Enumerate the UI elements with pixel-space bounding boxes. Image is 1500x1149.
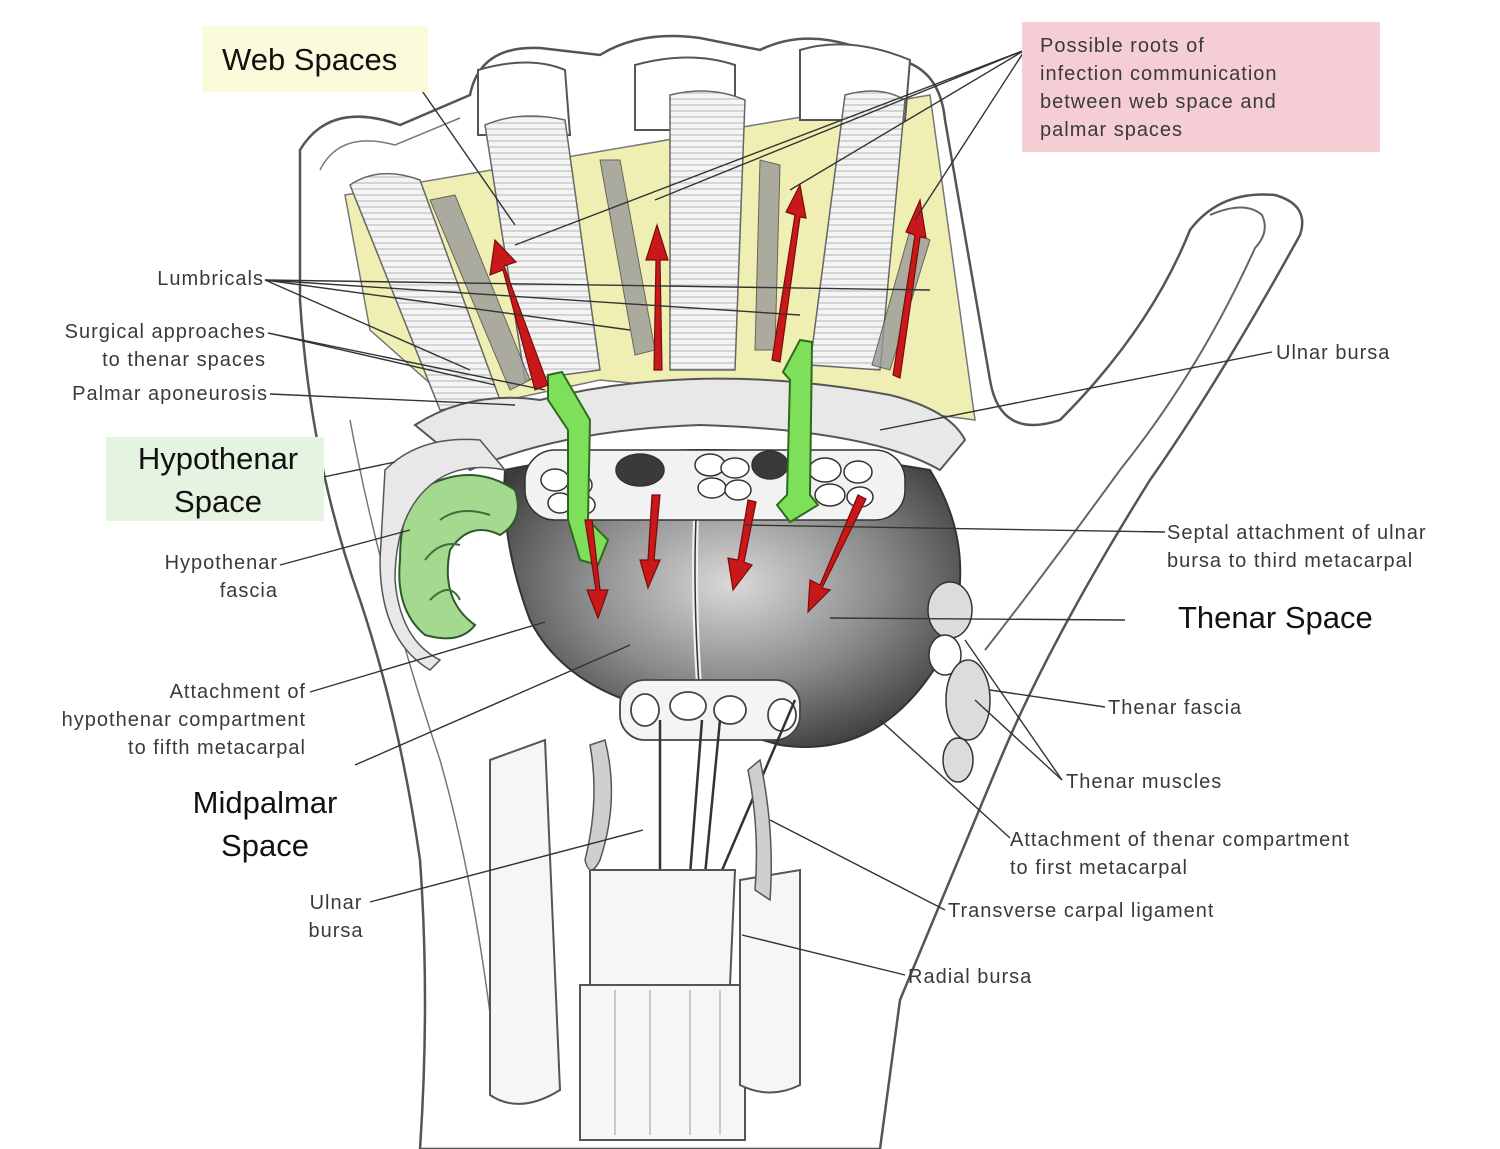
lumbricals-label: Lumbricals: [157, 268, 264, 290]
web-spaces-box: [202, 26, 428, 92]
possible-roots-label: Possible roots of infection communicatio…: [1040, 35, 1278, 141]
thenar-space-heading: Thenar Space: [1178, 600, 1373, 635]
surgical-approaches-label: Surgical approaches to thenar spaces: [64, 321, 266, 371]
thenar-muscles-label: Thenar muscles: [1066, 771, 1223, 793]
carpal-tunnel: [619, 679, 801, 741]
attachment-hypothenar-label: Attachment of hypothenar compartment to …: [61, 681, 306, 759]
tendon-little: [349, 172, 502, 411]
hypothenar-space-box: [106, 437, 324, 521]
hypothenar-fascia-label: Hypothenar fascia: [164, 552, 278, 602]
transverse-carpal-label: Transverse carpal ligament: [948, 900, 1215, 922]
leader-lines: [264, 49, 1273, 976]
tendon-middle: [669, 90, 746, 371]
tendon-ring: [484, 115, 601, 381]
radial-bursa-label: Radial bursa: [908, 966, 1033, 988]
hypothenar-space-heading: Hypothenar Space: [137, 441, 299, 519]
ulnar-bursa-bottom-label: Ulnar bursa: [308, 892, 364, 942]
septal-attachment-label: Septal attachment of ulnar bursa to thir…: [1167, 522, 1427, 572]
thenar-fascia-label: Thenar fascia: [1108, 697, 1243, 719]
hypothenar-muscle: [398, 474, 519, 640]
palmar-aponeurosis-label: Palmar aponeurosis: [72, 383, 268, 405]
attachment-thenar-label: Attachment of thenar compartment to firs…: [1010, 829, 1350, 879]
forearm-tendons: [489, 738, 801, 1141]
thenar-muscle-chain: [927, 581, 991, 783]
midpalmar-space-heading: Midpalmar Space: [192, 785, 338, 863]
web-spaces-heading: Web Spaces: [222, 42, 398, 77]
possible-roots-box: [1022, 22, 1380, 152]
ulnar-bursa-top-label: Ulnar bursa: [1276, 342, 1391, 364]
surgical-approach-markers: [547, 338, 820, 567]
